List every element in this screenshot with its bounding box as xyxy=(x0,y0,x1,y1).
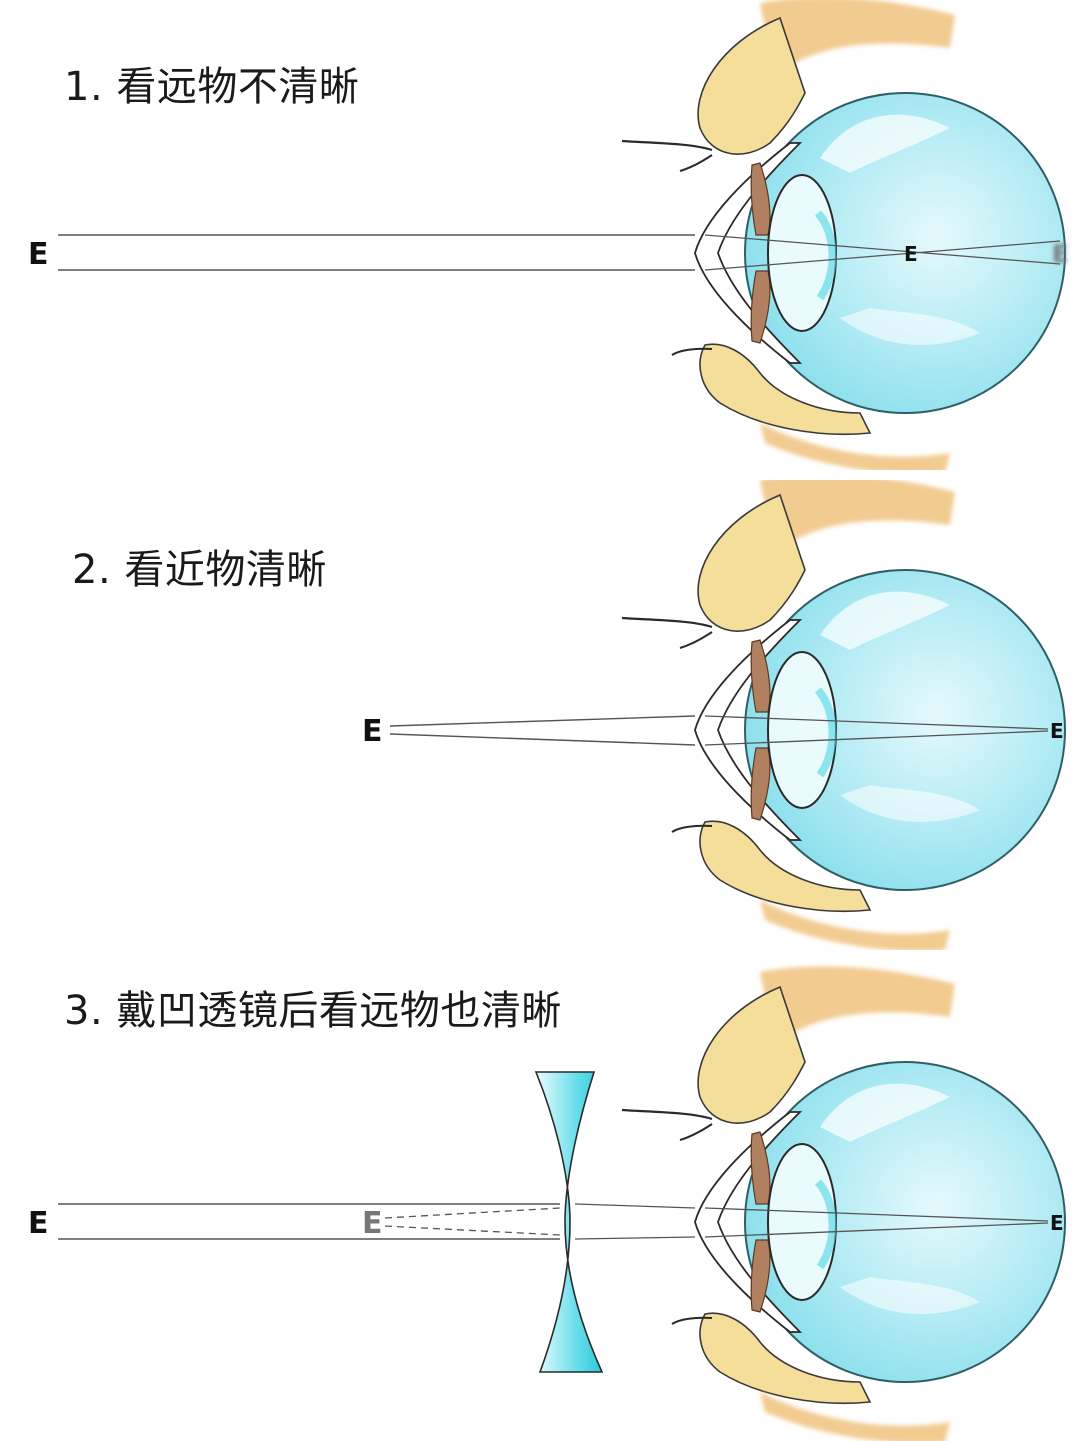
eye-illustration xyxy=(622,966,1065,1441)
near-vision-diagram: E E xyxy=(362,480,1080,950)
refracted-ray-bottom xyxy=(704,1222,1049,1238)
corrected-vision-diagram: E E E xyxy=(28,960,1080,1441)
concave-lens xyxy=(534,1071,604,1373)
blurred-retina-e-label: E xyxy=(1052,240,1068,268)
refracted-ray-bottom xyxy=(704,240,1061,271)
diverged-ray-top xyxy=(574,1203,696,1209)
incoming-ray-bottom xyxy=(389,733,696,746)
refracted-ray-top xyxy=(704,234,1061,265)
panel-concave-lens: 3. 戴凹透镜后看远物也清晰 E E E xyxy=(0,960,1080,1441)
refracted-ray-bottom xyxy=(704,730,1049,746)
virtual-ray-top xyxy=(384,1207,561,1219)
retina-e-label: E xyxy=(1050,1211,1064,1235)
retina-e-label: E xyxy=(1050,719,1064,743)
virtual-ray-bottom xyxy=(384,1225,561,1236)
incoming-ray-top xyxy=(389,715,696,727)
object-e-label: E xyxy=(28,237,49,272)
object-e-label: E xyxy=(28,1206,49,1241)
far-vision-diagram: E E E xyxy=(28,0,1080,470)
refracted-ray-top xyxy=(704,715,1049,730)
refracted-ray-top xyxy=(704,1207,1049,1222)
virtual-image-e-label: E xyxy=(362,1206,383,1241)
panel-title: 1. 看远物不清晰 xyxy=(64,64,360,110)
panel-far-blurry: 1. 看远物不清晰 E E E xyxy=(0,0,1080,470)
eye-illustration xyxy=(622,480,1065,950)
panel-near-clear: 2. 看近物清晰 E E xyxy=(0,480,1080,950)
focus-e-label: E xyxy=(904,242,918,266)
object-e-label: E xyxy=(362,714,383,749)
panel-title: 2. 看近物清晰 xyxy=(72,547,327,593)
panel-title: 3. 戴凹透镜后看远物也清晰 xyxy=(64,988,562,1034)
diverged-ray-bottom xyxy=(574,1236,696,1240)
